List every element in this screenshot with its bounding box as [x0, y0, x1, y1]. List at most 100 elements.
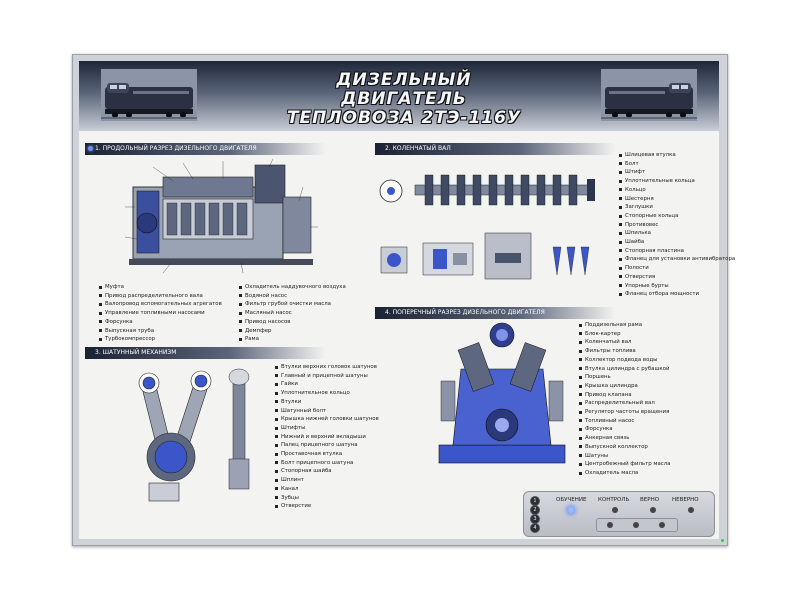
list-item: Гайки: [275, 380, 379, 389]
list-item: Упорные бурты: [619, 282, 735, 291]
list-item: Шлицевая втулка: [619, 151, 735, 160]
section-2-title: 2. КОЛЕНЧАТЫЙ ВАЛ: [385, 145, 451, 152]
section-2-list: Шлицевая втулка Болт Штифт Уплотнительны…: [619, 151, 735, 299]
connecting-rod-mechanism-diagram: [138, 368, 250, 502]
list-item: Противовес: [619, 221, 735, 230]
list-item: Водяной насос: [239, 292, 346, 301]
list-item: Фильтр грубой очистки масла: [239, 300, 346, 309]
panel-button-c[interactable]: [659, 522, 665, 528]
indicator-lamp-icon: [88, 146, 93, 151]
list-item: Шайба: [619, 238, 735, 247]
list-item: Демпфер: [239, 327, 346, 336]
section-3-header: 3. ШАТУННЫЙ МЕХАНИЗМ: [85, 347, 325, 359]
incorrect-lamp-icon: [688, 507, 694, 513]
control-panel: 1 2 3 4 ОБУЧЕНИЕ КОНТРОЛЬ ВЕРНО НЕВЕРНО: [523, 491, 715, 537]
list-item: Шестерня: [619, 195, 735, 204]
panel-button-a[interactable]: [607, 522, 613, 528]
list-item: Коленчатый вал: [579, 338, 670, 347]
mode-incorrect-label: НЕВЕРНО: [672, 497, 699, 503]
list-item: Канал: [275, 485, 379, 494]
title-line-1: ДИЗЕЛЬНЫЙ ДВИГАТЕЛЬ: [336, 70, 472, 109]
list-item: Поддизельная рама: [579, 321, 670, 330]
list-item: Уплотнительные кольца: [619, 177, 735, 186]
list-item: Палец прицепного шатуна: [275, 441, 379, 450]
list-item: Зубцы: [275, 494, 379, 503]
poster-board: ДИЗЕЛЬНЫЙ ДВИГАТЕЛЬ ТЕПЛОВОЗА 2ТЭ-116У 1…: [72, 54, 735, 546]
section-3-title: 3. ШАТУННЫЙ МЕХАНИЗМ: [95, 349, 177, 356]
list-item: Уплотнительное кольцо: [275, 389, 379, 398]
list-item: Регулятор частоты вращения: [579, 408, 670, 417]
list-item: Рама: [239, 335, 346, 344]
list-item: Распределительный вал: [579, 399, 670, 408]
list-item: Форсунка: [579, 425, 670, 434]
list-item: Привод насосов: [239, 318, 346, 327]
list-item: Валопровод вспомогательных агрегатов: [99, 300, 222, 309]
control-lamp-icon[interactable]: [612, 507, 618, 513]
section-4-header: 4. ПОПЕРЕЧНЫЙ РАЗРЕЗ ДИЗЕЛЬНОГО ДВИГАТЕЛ…: [375, 307, 615, 319]
list-item: Блок-картер: [579, 330, 670, 339]
mode-correct-label: ВЕРНО: [640, 497, 660, 503]
list-item: Привод клапана: [579, 391, 670, 400]
section-button-4[interactable]: 4: [530, 523, 540, 533]
locomotive-image-right: [601, 69, 697, 121]
list-item: Болт: [619, 160, 735, 169]
list-item: Поршень: [579, 373, 670, 382]
list-item: Нижний и верхний вкладыши: [275, 433, 379, 442]
list-item: Втулка цилиндра с рубашкой: [579, 365, 670, 374]
section-4-list: Поддизельная рама Блок-картер Коленчатый…: [579, 321, 670, 478]
mode-control-label: КОНТРОЛЬ: [598, 497, 630, 503]
list-item: Коллектор подвода воды: [579, 356, 670, 365]
list-item: Фланец для установки антивибратора: [619, 255, 735, 264]
list-item: Стопорные кольца: [619, 212, 735, 221]
list-item: Фланец отбора мощности: [619, 290, 735, 299]
list-item: Муфта: [99, 283, 222, 292]
section-1-title: 1. ПРОДОЛЬНЫЙ РАЗРЕЗ ДИЗЕЛЬНОГО ДВИГАТЕЛ…: [95, 145, 257, 152]
list-item: Охладитель наддувочного воздуха: [239, 283, 346, 292]
list-item: Стопорная шайба: [275, 467, 379, 476]
learning-lamp-icon[interactable]: [568, 507, 574, 513]
list-item: Управление топливными насосами: [99, 309, 222, 318]
section-2-header: 2. КОЛЕНЧАТЫЙ ВАЛ: [375, 143, 615, 155]
list-item: Заглушки: [619, 203, 735, 212]
control-subpanel: [596, 518, 678, 532]
list-item: Полости: [619, 264, 735, 273]
list-item: Анкерная связь: [579, 434, 670, 443]
longitudinal-engine-section-diagram: [124, 158, 318, 274]
section-1-list-left: Муфта Привод распределительного вала Вал…: [99, 283, 222, 344]
mode-learning-label: ОБУЧЕНИЕ: [556, 497, 587, 503]
crankshaft-diagram: [379, 174, 595, 280]
list-item: Проставочная втулка: [275, 450, 379, 459]
list-item: Выпускная труба: [99, 327, 222, 336]
list-item: Штифты: [275, 424, 379, 433]
list-item: Отверстия: [619, 273, 735, 282]
list-item: Топливный насос: [579, 417, 670, 426]
list-item: Фильтры топлива: [579, 347, 670, 356]
list-item: Штифт: [619, 168, 735, 177]
list-item: Шатунный болт: [275, 407, 379, 416]
section-1-list-right: Охладитель наддувочного воздуха Водяной …: [239, 283, 346, 344]
list-item: Шпилька: [619, 229, 735, 238]
poster-title: ДИЗЕЛЬНЫЙ ДВИГАТЕЛЬ ТЕПЛОВОЗА 2ТЭ-116У: [274, 71, 534, 128]
poster-header: ДИЗЕЛЬНЫЙ ДВИГАТЕЛЬ ТЕПЛОВОЗА 2ТЭ-116У: [79, 61, 719, 131]
list-item: Форсунка: [99, 318, 222, 327]
list-item: Шатуны: [579, 452, 670, 461]
list-item: Крышка нижней головки шатунов: [275, 415, 379, 424]
panel-button-b[interactable]: [633, 522, 639, 528]
list-item: Масляный насос: [239, 309, 346, 318]
list-item: Втулки верхних головок шатунов: [275, 363, 379, 372]
list-item: Болт прицепного шатуна: [275, 459, 379, 468]
list-item: Главный и прицепной шатуны: [275, 372, 379, 381]
list-item: Выпускной коллектор: [579, 443, 670, 452]
list-item: Охладитель масла: [579, 469, 670, 478]
correct-lamp-icon: [650, 507, 656, 513]
locomotive-image-left: [101, 69, 197, 121]
list-item: Отверстие: [275, 502, 379, 511]
cross-section-engine-diagram: [438, 322, 566, 464]
list-item: Турбокомпрессор: [99, 335, 222, 344]
section-4-title: 4. ПОПЕРЕЧНЫЙ РАЗРЕЗ ДИЗЕЛЬНОГО ДВИГАТЕЛ…: [385, 309, 545, 316]
power-indicator-icon: [721, 539, 724, 542]
list-item: Втулки: [275, 398, 379, 407]
list-item: Привод распределительного вала: [99, 292, 222, 301]
list-item: Шплинт: [275, 476, 379, 485]
list-item: Кольцо: [619, 186, 735, 195]
